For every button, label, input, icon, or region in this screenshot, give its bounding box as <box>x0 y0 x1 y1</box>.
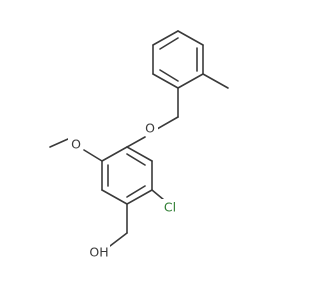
double-bond-inner <box>159 37 179 50</box>
hydroxyl-label: OH <box>89 245 108 260</box>
bond <box>152 30 179 46</box>
chlorine-label: Cl <box>164 200 176 215</box>
double-bond-inner <box>126 185 146 198</box>
bond <box>177 30 204 46</box>
chloro-bond <box>151 189 165 201</box>
benzene-ring <box>101 146 153 205</box>
ether-bond <box>126 136 146 148</box>
bond <box>101 189 128 205</box>
ether-bond <box>156 116 179 130</box>
double-bond-inner <box>126 153 146 166</box>
methoxy-bond <box>83 149 103 162</box>
bond <box>101 146 128 162</box>
bond <box>126 189 153 205</box>
double-bond-inner <box>159 69 179 82</box>
ch2-oh-bond <box>109 232 128 247</box>
methoxy-methyl-bond <box>49 138 69 148</box>
ether-oxygen-label: O <box>145 121 155 136</box>
bond <box>152 73 179 89</box>
methoxy-oxygen-label: O <box>71 137 81 152</box>
chemical-structure-diagram: O O Cl OH <box>49 30 229 261</box>
tolyl-ring <box>152 30 204 89</box>
methyl-bond <box>202 73 229 89</box>
bond <box>177 73 204 89</box>
bond <box>126 146 153 162</box>
